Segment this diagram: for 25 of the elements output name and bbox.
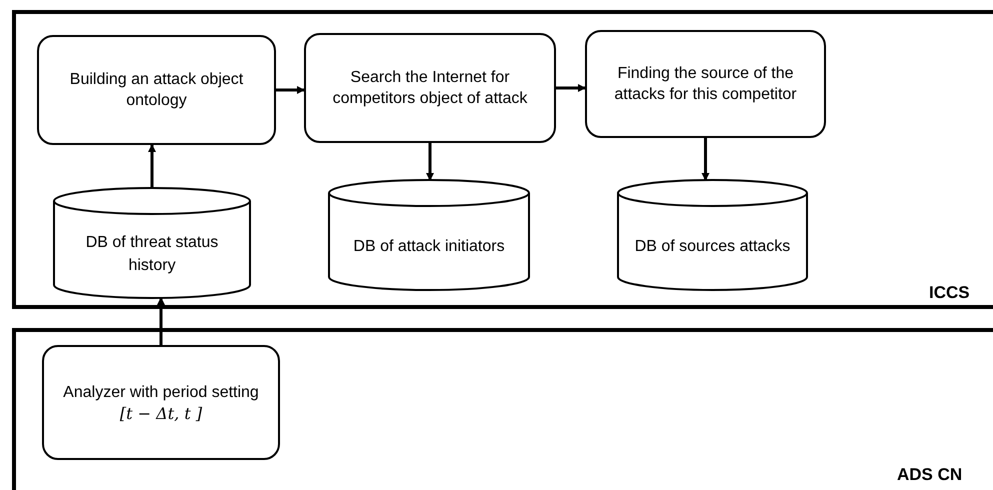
database-cylinder (328, 180, 530, 290)
node-label: DB of threat status history (84, 233, 220, 276)
arrow (556, 84, 586, 92)
node-label: Building an attack object ontology (68, 70, 244, 111)
panel-heading: ICCS (929, 283, 970, 303)
container-panel (12, 328, 993, 490)
arrow (157, 297, 165, 345)
process-box (37, 35, 276, 145)
process-box (304, 33, 556, 143)
interval-formula: [t − Δt, t ] (120, 402, 202, 424)
arrow (702, 138, 710, 181)
node-label: Search the Internet for competitors object of attack (332, 68, 528, 109)
arrow (276, 86, 305, 94)
node-label: Finding the source of the attacks for this competitor (613, 64, 798, 105)
container-panel (12, 10, 993, 309)
panel-heading: ADS CN (897, 465, 962, 485)
arrow (426, 143, 434, 181)
node-label: Analyzer with period setting (63, 382, 259, 402)
node-label: DB of attack initiators (353, 236, 505, 256)
node-label: DB of sources attacks (634, 236, 790, 256)
database-cylinder (617, 180, 808, 290)
arrow (148, 144, 156, 188)
database-cylinder (53, 188, 251, 298)
process-box (585, 30, 826, 138)
process-box (42, 345, 280, 460)
